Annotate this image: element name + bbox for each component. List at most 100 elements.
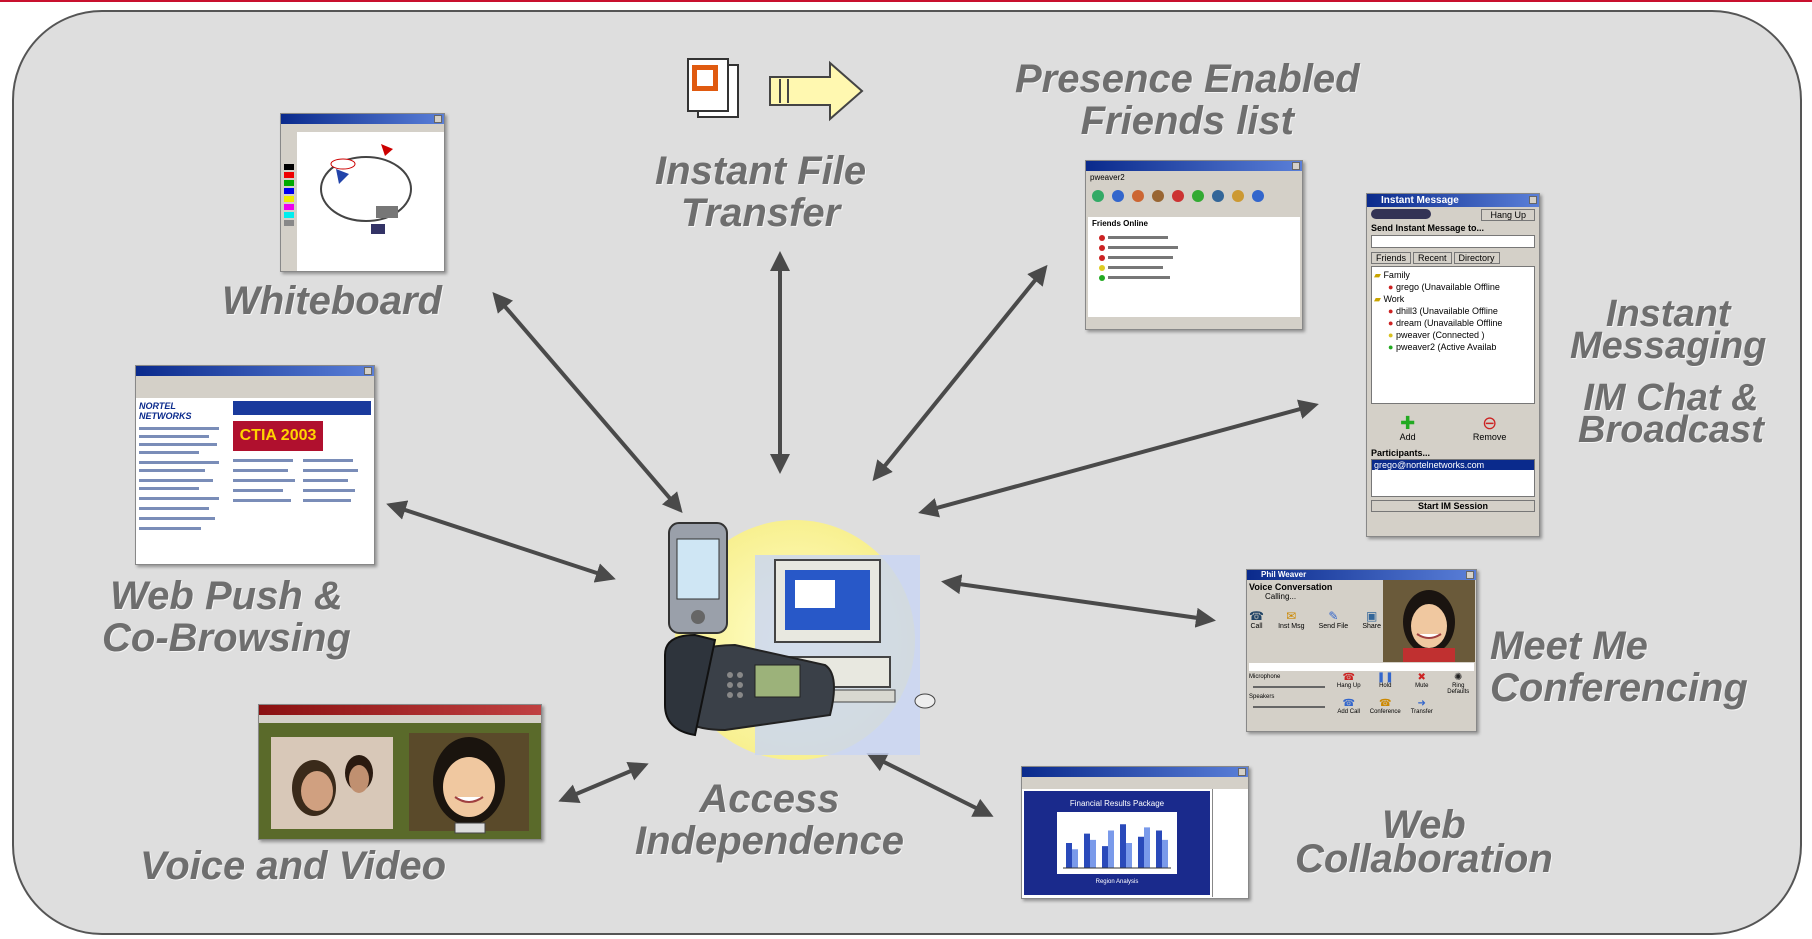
hang-up-button[interactable]: Hang Up (1481, 209, 1535, 221)
close-icon[interactable] (1529, 196, 1537, 204)
pda-icon (668, 522, 728, 634)
contact-name: dhill3 (Unavailable Offline (1395, 306, 1498, 316)
ring-icon: ✺ (1454, 672, 1463, 683)
web-sidebar-links (139, 427, 219, 530)
chart-bar (1084, 833, 1090, 868)
folder-icon: ▰ (1374, 294, 1381, 304)
video-feeds (271, 733, 529, 834)
conference-control[interactable]: ☎Conference (1368, 698, 1404, 717)
label-line: Messaging (1570, 325, 1767, 368)
add-button[interactable]: ✚ Add (1400, 414, 1416, 442)
label-line: Conferencing (1490, 666, 1748, 710)
label-access-independence: Access Independence (635, 778, 904, 862)
presentation-slide: Financial Results Package Region Analysi… (1024, 791, 1210, 895)
label-line: Web (1382, 803, 1466, 847)
contact-item[interactable]: ● grego (Unavailable Offline (1374, 281, 1532, 293)
participants-list: grego@nortelnetworks.com (1371, 459, 1535, 497)
label-line: Web Push & (110, 574, 343, 618)
voice-status: Calling... (1265, 592, 1297, 601)
slide-bar-chart (1057, 812, 1177, 874)
remove-label: Remove (1472, 432, 1507, 442)
voice-subject-field[interactable] (1249, 663, 1474, 671)
friends-list-screenshot: pweaver2 Friends Online (1085, 160, 1303, 330)
close-icon (1292, 162, 1300, 170)
contact-item[interactable]: ● dream (Unavailable Offline (1374, 317, 1532, 329)
control-label: Transfer (1410, 708, 1433, 715)
inst-msg-button[interactable]: ✉Inst Msg (1278, 609, 1304, 630)
label-line: Broadcast (1578, 409, 1764, 452)
remove-button[interactable]: ⊖ Remove (1473, 414, 1507, 442)
voice-conversation-title: Voice Conversation (1249, 582, 1333, 592)
tab-directory[interactable]: Directory (1453, 252, 1500, 264)
top-accent-line (0, 0, 1812, 2)
label-voice-video: Voice and Video (140, 844, 446, 888)
group-work[interactable]: ▰ Work (1374, 293, 1532, 305)
friends-user: pweaver2 (1090, 173, 1125, 182)
tab-recent[interactable]: Recent (1413, 252, 1452, 264)
contact-item[interactable]: ● pweaver2 (Active Availab (1374, 341, 1532, 353)
tab-friends[interactable]: Friends (1371, 252, 1412, 264)
speakers-label: Speakers (1249, 694, 1275, 700)
window-titlebar (259, 705, 541, 715)
window-titlebar (281, 114, 444, 124)
send-file-button[interactable]: ✎Send File (1319, 609, 1349, 630)
hang-up-control[interactable]: ☎Hang Up (1331, 672, 1367, 697)
participant-item[interactable]: grego@nortelnetworks.com (1372, 460, 1534, 470)
label-line: Access (699, 777, 840, 821)
contact-name: grego (Unavailable Offline (1395, 282, 1500, 292)
arrow-presence (872, 264, 1048, 482)
im-call-row: Hang Up (1367, 207, 1539, 223)
control-label: Ring Defaults (1447, 683, 1470, 695)
label-instant-messaging: Instant Messaging (1570, 295, 1767, 368)
contact-item[interactable]: ● dhill3 (Unavailable Offline (1374, 305, 1532, 317)
toolbar-label: Inst Msg (1278, 623, 1305, 630)
status-connected-icon: ● (1388, 330, 1394, 340)
chart-bar (1072, 849, 1078, 868)
web-page: NORTEL NETWORKS CTIA 2003 (136, 398, 374, 549)
ring-defaults-control[interactable]: ✺Ring Defaults (1441, 672, 1477, 697)
control-label: Conference (1369, 708, 1401, 715)
group-name: Family (1383, 270, 1410, 280)
chart-bar (1108, 830, 1114, 868)
voice-top: Voice Conversation Calling... ☎Call ✉Ins… (1247, 580, 1476, 662)
voice-conversation-window: Phil Weaver Voice Conversation Calling..… (1246, 569, 1477, 732)
speakers-slider[interactable] (1253, 706, 1325, 708)
hold-icon: ❚❚ (1376, 672, 1394, 683)
window-titlebar (136, 366, 374, 376)
im-recipient-input[interactable] (1371, 235, 1535, 248)
instant-message-window: Instant Message Hang Up Send Instant Mes… (1366, 193, 1540, 537)
mute-control[interactable]: ✖Mute (1404, 672, 1440, 697)
label-web-push: Web Push & Co-Browsing (102, 575, 351, 659)
contact-item[interactable]: ● pweaver (Connected ) (1374, 329, 1532, 341)
label-instant-file-transfer: Instant File Transfer (655, 150, 866, 234)
message-icon: ✉ (1286, 609, 1297, 623)
video-menubar (259, 715, 541, 723)
im-titlebar: Instant Message (1367, 194, 1539, 207)
collab-body: Financial Results Package Region Analysi… (1022, 789, 1248, 897)
slide-title: Financial Results Package (1069, 799, 1165, 808)
nortel-logo: NORTEL NETWORKS (139, 401, 192, 421)
web-sidebar: NORTEL NETWORKS (139, 401, 229, 546)
voice-window-title: Phil Weaver (1261, 570, 1307, 579)
close-icon[interactable] (1466, 571, 1474, 579)
hold-control[interactable]: ❚❚Hold (1368, 672, 1404, 697)
share-button[interactable]: ▣Share (1362, 609, 1381, 630)
group-family[interactable]: ▰ Family (1374, 269, 1532, 281)
window-titlebar (1022, 767, 1248, 777)
transfer-control[interactable]: ➜Transfer (1404, 698, 1440, 717)
microphone-slider[interactable] (1253, 686, 1325, 688)
web-collaboration-screenshot: Financial Results Package Region Analysi… (1021, 766, 1249, 899)
voice-info: Voice Conversation Calling... ☎Call ✉Ins… (1247, 580, 1383, 662)
add-call-control[interactable]: ☎Add Call (1331, 698, 1367, 717)
chart-bar (1126, 843, 1132, 868)
label-line: Instant File (655, 149, 867, 193)
toolbar-label: Send File (1318, 623, 1349, 630)
file-icon: ✎ (1328, 609, 1339, 623)
close-icon (1238, 768, 1246, 776)
mute-icon: ✖ (1417, 672, 1426, 683)
start-im-session-button[interactable]: Start IM Session (1371, 500, 1535, 512)
label-line: Presence Enabled (1015, 57, 1360, 101)
voice-controls: Microphone Speakers ☎Hang Up ❚❚Hold ✖Mut… (1247, 672, 1476, 716)
add-label: Add (1399, 432, 1416, 442)
call-button[interactable]: ☎Call (1249, 609, 1264, 630)
